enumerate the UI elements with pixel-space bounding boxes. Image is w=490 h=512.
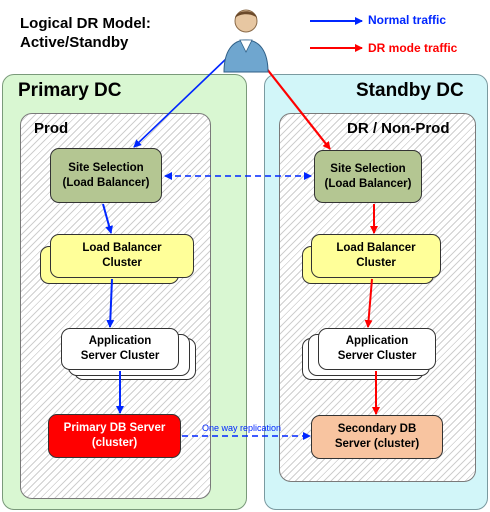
standby-lb-cluster-line2: Cluster: [356, 257, 396, 269]
primary-site-selection-line1: Site Selection: [68, 161, 144, 174]
diagram-title: Logical DR Model: Active/Standby: [20, 14, 151, 52]
user-to-standby-arrow: [262, 63, 331, 150]
secondary-db-server: Secondary DB Server (cluster): [311, 415, 443, 459]
primary-app-cluster-line2: Server Cluster: [80, 350, 160, 362]
prod-env-title: Prod: [34, 120, 69, 137]
primary-site-selection-line2: (Load Balancer): [62, 176, 150, 189]
primary-db-line1: Primary DB Server: [63, 422, 166, 434]
diagram-title-line1: Logical DR Model:: [20, 15, 151, 32]
user-icon: [223, 9, 269, 73]
user-to-primary-arrow: [133, 57, 228, 148]
standby-site-selection: Site Selection (Load Balancer): [314, 150, 422, 203]
primary-lb-cluster-line1: Load Balancer: [82, 242, 162, 254]
primary-lb-cluster-line2: Cluster: [102, 257, 142, 269]
legend-normal-label: Normal traffic: [368, 13, 447, 27]
standby-dc-title: Standby DC: [356, 80, 464, 101]
primary-db-line2: (cluster): [91, 437, 138, 449]
diagram-title-line2: Active/Standby: [20, 34, 129, 51]
replication-label: One way replication: [202, 423, 282, 433]
primary-dc-title: Primary DC: [18, 80, 122, 101]
standby-lb-to-app-arrow: [364, 278, 373, 328]
standby-app-cluster-line2: Server Cluster: [337, 350, 417, 362]
dr-env-title: DR / Non-Prod: [347, 120, 450, 137]
secondary-db-line2: Server (cluster): [334, 438, 420, 450]
secondary-db-line1: Secondary DB: [337, 423, 417, 435]
primary-site-selection: Site Selection (Load Balancer): [50, 148, 162, 203]
standby-site-selection-line1: Site Selection: [330, 162, 406, 175]
legend-dr-label: DR mode traffic: [368, 41, 458, 55]
primary-site-to-lb-arrow: [102, 203, 113, 234]
primary-db-server: Primary DB Server (cluster): [48, 414, 181, 458]
primary-app-cluster-line1: Application: [88, 335, 152, 347]
standby-lb-cluster-line1: Load Balancer: [336, 242, 416, 254]
primary-lb-to-app-arrow: [106, 278, 115, 328]
standby-site-selection-line2: (Load Balancer): [324, 177, 412, 190]
standby-app-cluster-line1: Application: [345, 335, 409, 347]
